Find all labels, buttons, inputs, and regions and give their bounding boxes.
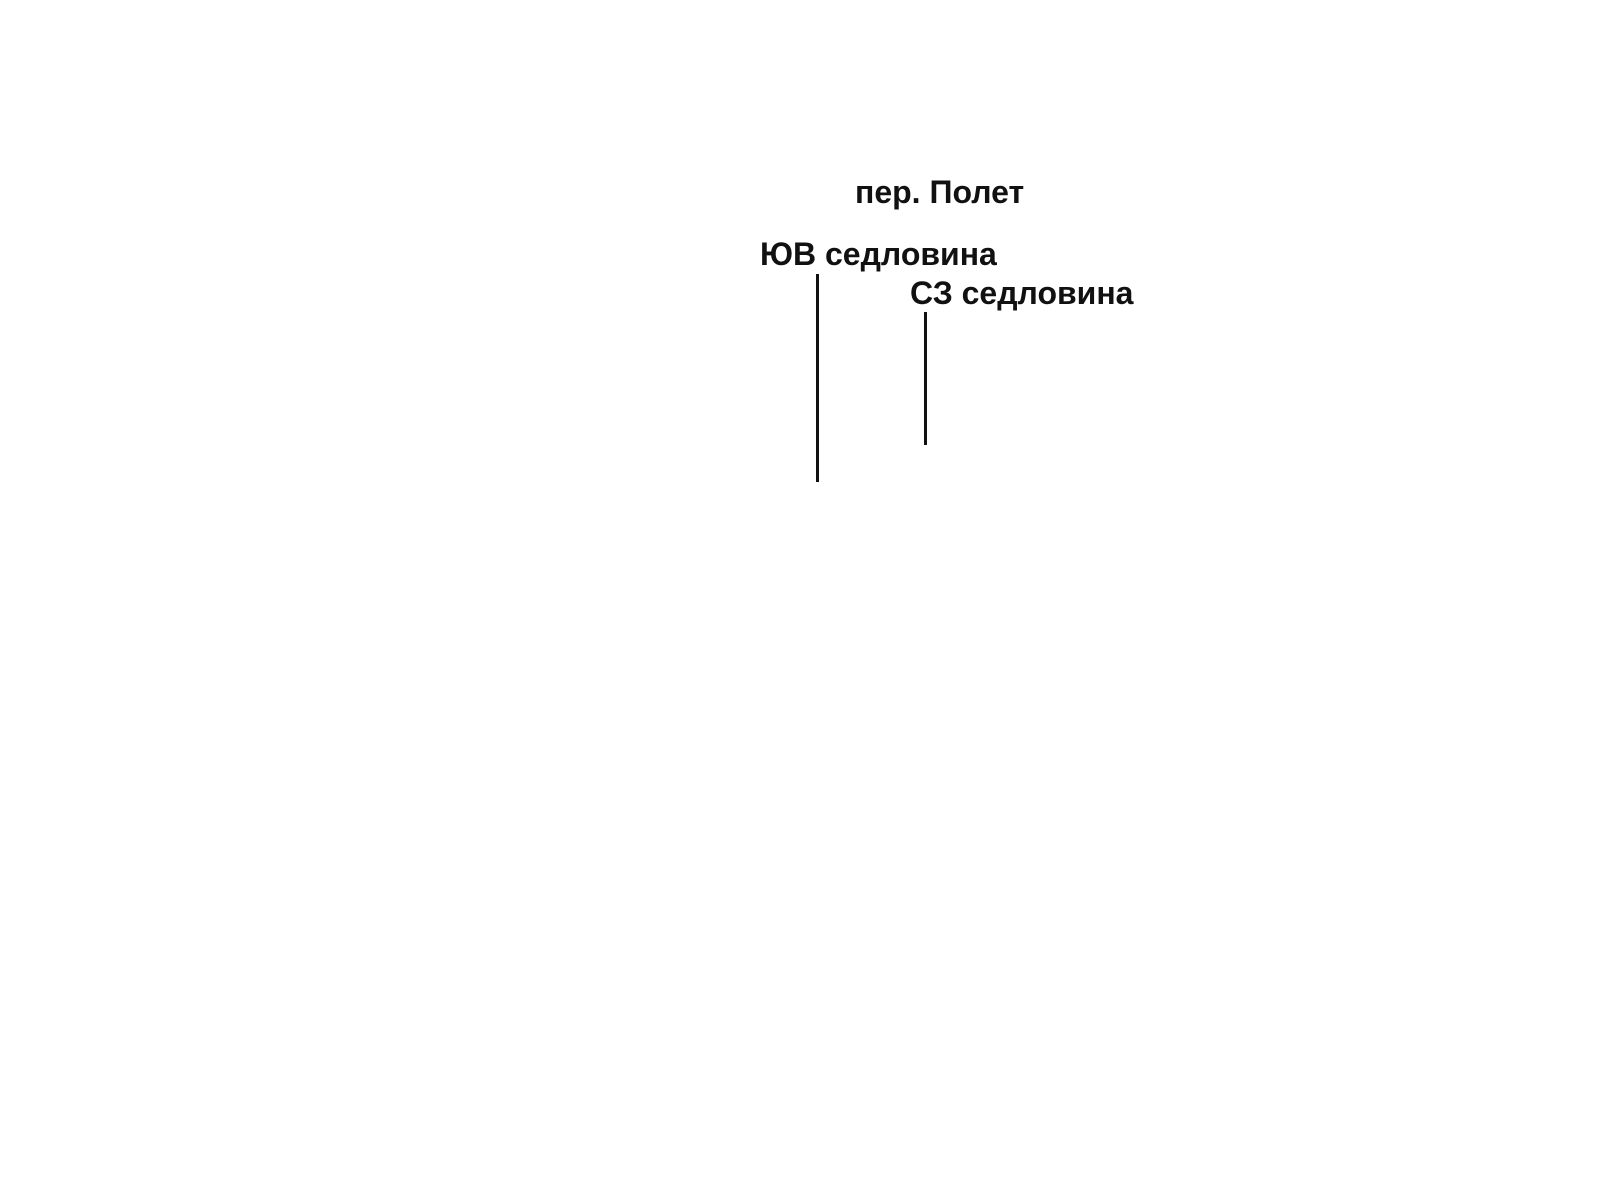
- pass-label: пер. Полет: [855, 174, 1025, 210]
- southeast-saddle-leader-line: [816, 274, 819, 482]
- northwest-saddle-label: СЗ седловина: [910, 275, 1134, 311]
- northwest-saddle-leader-line: [924, 312, 927, 445]
- southeast-saddle-label: ЮВ седловина: [760, 236, 997, 272]
